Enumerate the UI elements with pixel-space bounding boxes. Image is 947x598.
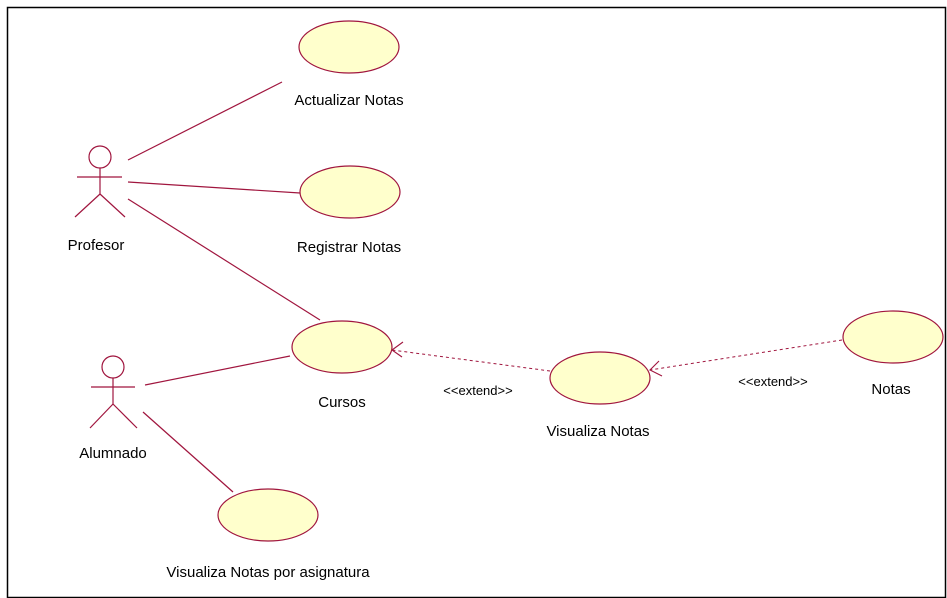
association-alumnado-visualiza-asignatura bbox=[142, 411, 234, 493]
usecase-actualizar-notas bbox=[298, 20, 400, 74]
extend-visualiza-cursos-line bbox=[391, 349, 551, 372]
actor-label-alumnado: Alumnado bbox=[79, 445, 147, 462]
usecase-visualiza-notas-asignatura bbox=[217, 488, 319, 542]
extend-arrowhead-visualiza bbox=[649, 360, 663, 377]
actor-label-profesor: Profesor bbox=[67, 237, 125, 254]
association-profesor-cursos bbox=[127, 198, 321, 321]
usecase-visualiza-notas bbox=[549, 351, 651, 405]
usecase-cursos bbox=[291, 320, 393, 374]
usecase-notas bbox=[842, 310, 944, 364]
usecase-label-visualiza-notas: Visualiza Notas bbox=[546, 423, 650, 440]
extend-arrowhead-cursos bbox=[391, 341, 404, 358]
usecase-label-visualiza-notas-asignatura: Visualiza Notas por asignatura bbox=[166, 564, 370, 581]
extend-notas-visualiza-line bbox=[649, 339, 843, 371]
actor-profesor-icon bbox=[74, 145, 126, 218]
extend-label-visualiza-cursos: <<extend>> bbox=[443, 383, 513, 398]
diagram-frame bbox=[6, 6, 947, 598]
actor-alumnado-icon bbox=[89, 355, 138, 429]
usecase-label-actualizar-notas: Actualizar Notas bbox=[294, 92, 404, 109]
association-profesor-registrar bbox=[127, 181, 301, 194]
usecase-registrar-notas bbox=[299, 165, 401, 219]
usecase-label-notas: Notas bbox=[871, 381, 911, 398]
association-profesor-actualizar bbox=[127, 81, 283, 161]
usecase-label-cursos: Cursos bbox=[318, 394, 366, 411]
usecase-label-registrar-notas: Registrar Notas bbox=[296, 239, 402, 256]
association-alumnado-cursos bbox=[144, 355, 291, 386]
extend-label-notas-visualiza: <<extend>> bbox=[738, 374, 808, 389]
